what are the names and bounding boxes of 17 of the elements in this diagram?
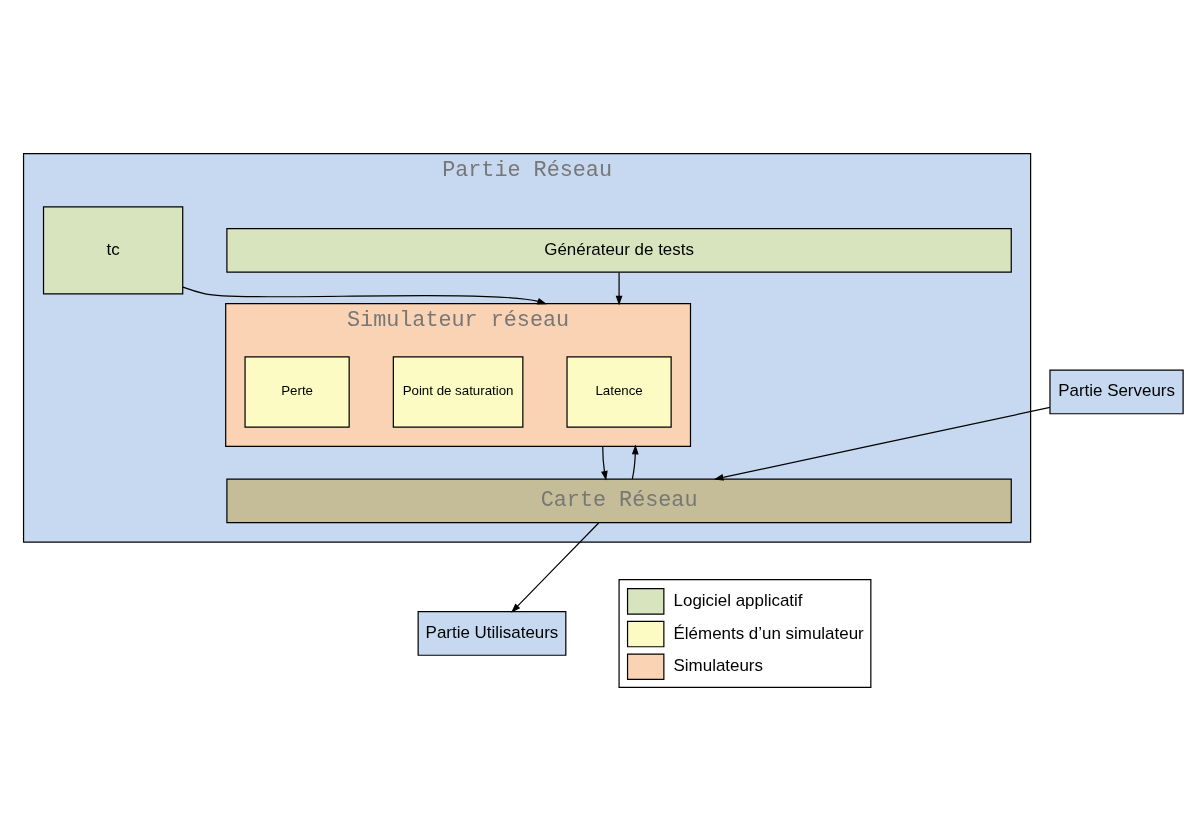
node-box: Carte Réseau	[226, 478, 1012, 523]
arrow	[631, 444, 639, 479]
arrow	[615, 271, 623, 305]
arrow	[182, 286, 547, 304]
legend-label: Éléments d’un simulateur	[673, 623, 864, 643]
node-box: Latence	[566, 355, 672, 428]
node-box: Point de saturation	[392, 355, 524, 428]
node-box: Partie Serveurs	[1049, 369, 1184, 414]
arrow	[713, 406, 1051, 481]
node-box: Partie Utilisateurs	[417, 610, 567, 656]
arrow	[601, 445, 608, 481]
legend-label: Logiciel applicatif	[673, 590, 803, 610]
node-box: Générateur de tests	[226, 227, 1012, 273]
node-box: Perte	[244, 355, 350, 428]
arrow	[511, 521, 600, 613]
node-box: tc	[42, 205, 184, 295]
legend-label: Simulateurs	[673, 655, 763, 675]
